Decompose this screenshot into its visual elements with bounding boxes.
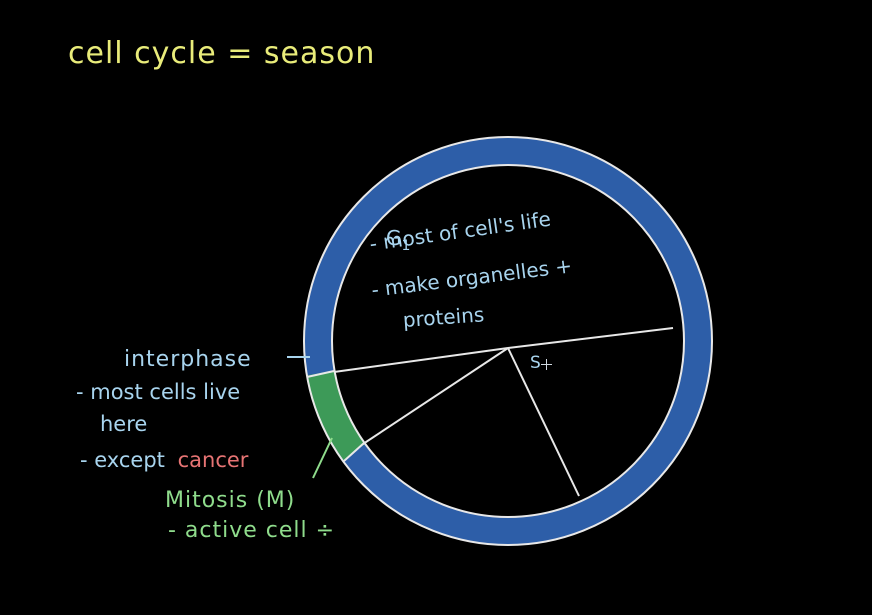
divider-s-lower-right [507, 347, 580, 497]
cancer-text: cancer [177, 448, 249, 472]
mitosis-boundary-top [306, 370, 335, 378]
interphase-note-3: - except cancer [80, 448, 248, 472]
g1-subscript: 1 [401, 238, 411, 254]
phase-dividers [333, 327, 674, 497]
divider-g1-s-right [507, 327, 674, 349]
interphase-ring-band [304, 137, 712, 545]
g1-label: G1 [386, 226, 410, 254]
except-text: - except [80, 448, 165, 472]
cycle-ring [303, 136, 713, 546]
divider-g1-left [333, 347, 509, 373]
outer-circle-outline [303, 136, 713, 546]
interphase-note-2: here [100, 412, 148, 436]
mitosis-note-1: - active cell ÷ [168, 518, 336, 543]
s-label: S [530, 353, 541, 373]
mitosis-pointer [312, 437, 333, 479]
interphase-heading: interphase [124, 347, 252, 372]
interphase-note-1: - most cells live [76, 380, 241, 404]
divider-lower-left [362, 347, 509, 445]
crosshair-icon [541, 359, 552, 370]
title-text: cell cycle = season [68, 36, 376, 71]
mitosis-heading: Mitosis (M) [165, 488, 296, 513]
mitosis-ring-band [307, 370, 366, 460]
mitosis-boundary-bottom [343, 442, 365, 462]
inner-circle-outline [331, 164, 685, 518]
g1-letter: G [386, 226, 402, 250]
